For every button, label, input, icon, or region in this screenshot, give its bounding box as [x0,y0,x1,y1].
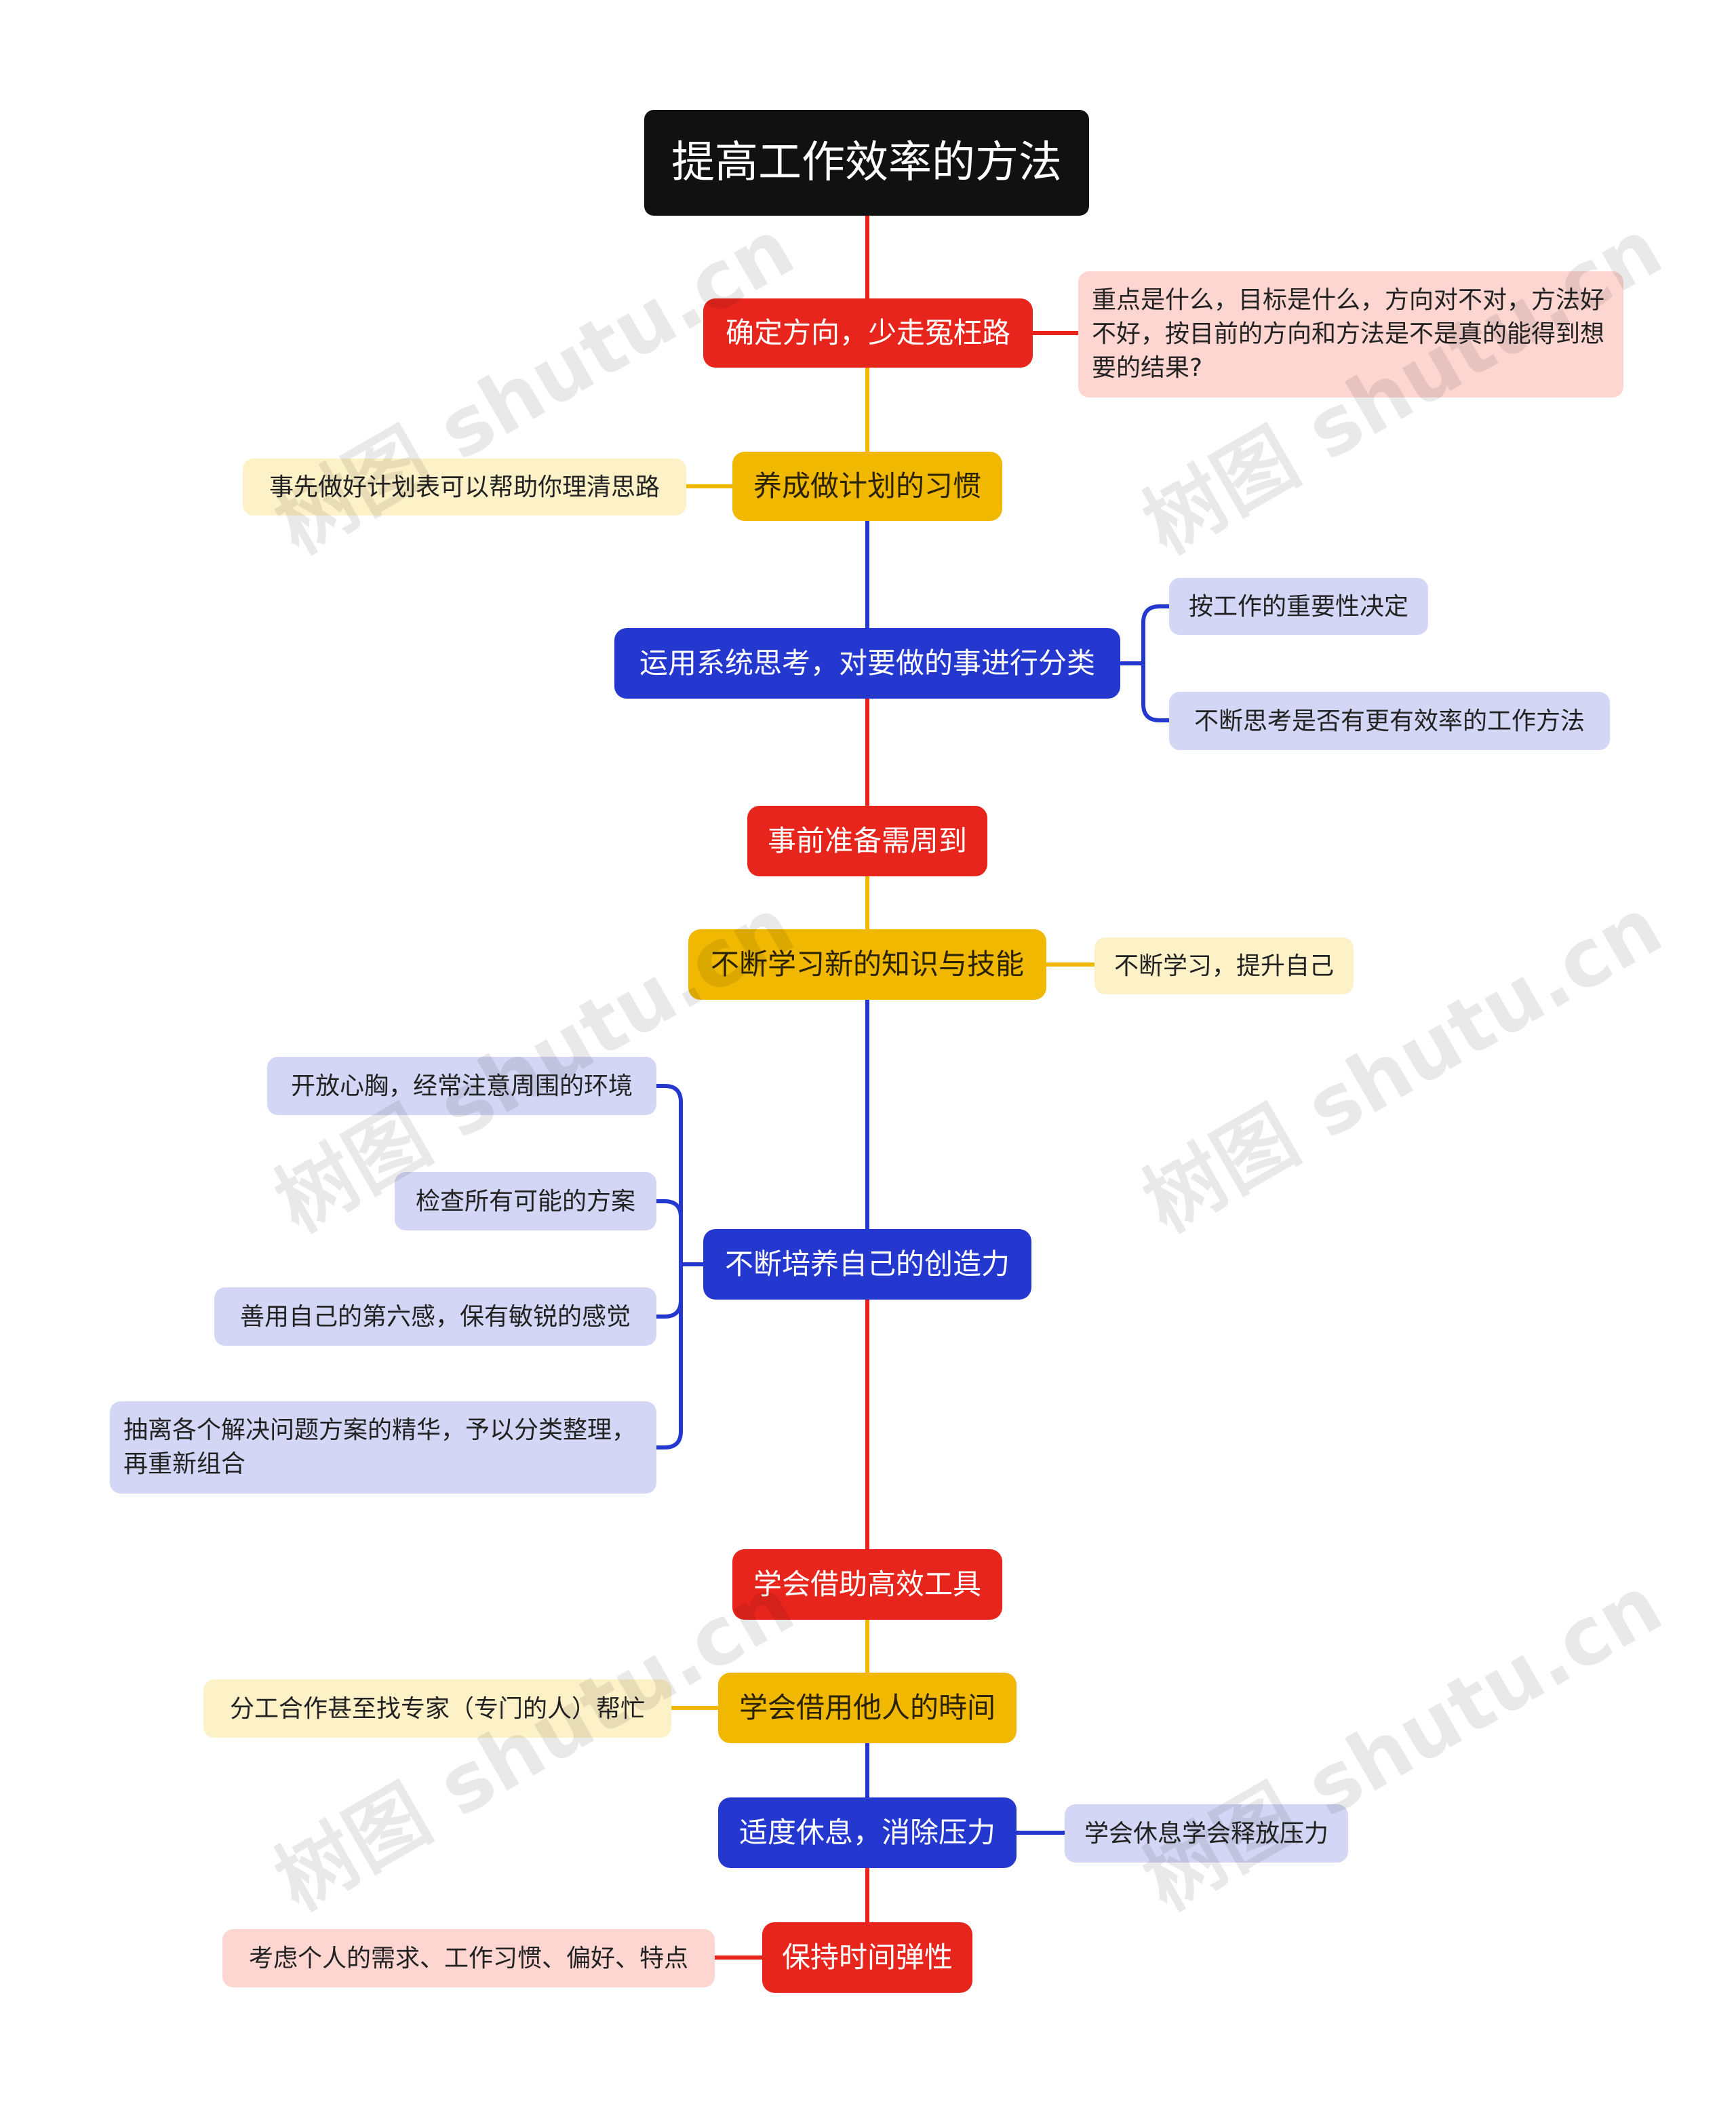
leaf-keep-learning[interactable]: 不断学习，提升自己 [1094,937,1354,994]
leaf-text: 按工作的重要性决定 [1188,592,1408,621]
branch-label: 养成做计划的习惯 [753,469,981,503]
branch-systems-thinking[interactable]: 运用系统思考，对要做的事进行分类 [614,628,1120,699]
leaf-bracket [656,1199,683,1264]
branch-label: 适度休息，消除压力 [738,1815,995,1849]
leaf-division-of-labor[interactable]: 分工合作甚至找专家（专门的人）帮忙 [203,1679,671,1738]
leaf-bracket [656,1264,683,1449]
branch-label: 事前准备需周到 [767,823,967,857]
root-node[interactable]: 提高工作效率的方法 [644,110,1089,216]
branch-label: 不断培养自己的创造力 [724,1247,1010,1281]
leaf-personal-needs[interactable]: 考虑个人的需求、工作习惯、偏好、特点 [222,1929,715,1987]
leaf-check-options[interactable]: 检查所有可能的方案 [395,1172,656,1230]
leaf-text: 学会休息学会释放压力 [1084,1819,1328,1848]
leaf-bracket [656,1264,683,1319]
branch-label: 保持时间弹性 [781,1940,953,1974]
leaf-text: 事先做好计划表可以帮助你理清思路 [269,473,660,501]
leaf-text: 抽离各个解决问题方案的精华，予以分类整理，再重新组合 [123,1416,637,1478]
branch-label: 学会借用他人的時间 [738,1690,995,1724]
branch-label: 确定方向，少走冤枉路 [725,315,1010,349]
leaf-text: 检查所有可能的方案 [415,1187,635,1215]
branch-label: 不断学习新的知识与技能 [710,947,1024,981]
branch-rest[interactable]: 适度休息，消除压力 [718,1797,1017,1868]
leaf-open-mind[interactable]: 开放心胸，经常注意周围的环境 [267,1057,656,1115]
branch-time-flexibility[interactable]: 保持时间弹性 [762,1922,972,1993]
branch-learning[interactable]: 不断学习新的知识与技能 [688,929,1046,1000]
branch-creativity[interactable]: 不断培养自己的创造力 [703,1229,1031,1300]
leaf-bracket [656,1084,683,1264]
leaf-text: 重点是什么，目标是什么，方向对不对，方法好不好，按目前的方向和方法是不是真的能得… [1092,286,1605,382]
leaf-direction-questions[interactable]: 重点是什么，目标是什么，方向对不对，方法好不好，按目前的方向和方法是不是真的能得… [1078,271,1623,397]
leaf-release-pressure[interactable]: 学会休息学会释放压力 [1065,1804,1348,1863]
branch-planning[interactable]: 养成做计划的习惯 [732,452,1002,521]
branch-label: 运用系统思考，对要做的事进行分类 [639,646,1095,680]
leaf-extract-recombine[interactable]: 抽离各个解决问题方案的精华，予以分类整理，再重新组合 [110,1401,656,1494]
leaf-text: 开放心胸，经常注意周围的环境 [290,1072,633,1100]
leaf-text: 考虑个人的需求、工作习惯、偏好、特点 [248,1944,688,1972]
leaf-text: 分工合作甚至找专家（专门的人）帮忙 [229,1694,645,1723]
branch-label: 学会借助高效工具 [753,1567,981,1601]
branch-preparation[interactable]: 事前准备需周到 [747,806,987,876]
leaf-efficient-method[interactable]: 不断思考是否有更有效率的工作方法 [1169,692,1610,750]
root-title: 提高工作效率的方法 [671,138,1062,188]
branch-tools[interactable]: 学会借助高效工具 [732,1549,1002,1620]
leaf-text: 善用自己的第六感，保有敏锐的感觉 [239,1302,631,1331]
leaf-plan-table[interactable]: 事先做好计划表可以帮助你理清思路 [243,459,686,515]
branch-direction[interactable]: 确定方向，少走冤枉路 [703,298,1033,368]
leaf-sixth-sense[interactable]: 善用自己的第六感，保有敏锐的感觉 [214,1287,656,1346]
leaf-text: 不断学习，提升自己 [1113,952,1334,980]
branch-delegation[interactable]: 学会借用他人的時间 [718,1673,1017,1743]
leaf-bracket [1120,604,1169,722]
leaf-importance[interactable]: 按工作的重要性决定 [1169,578,1428,635]
leaf-text: 不断思考是否有更有效率的工作方法 [1194,707,1585,735]
